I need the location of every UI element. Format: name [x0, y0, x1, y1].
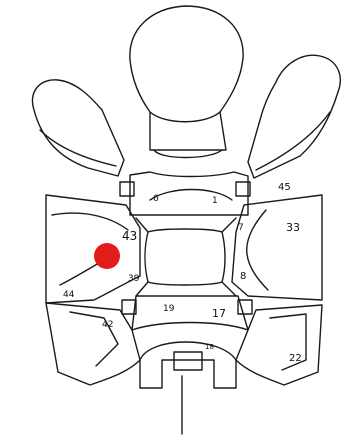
bottom-arch — [140, 342, 236, 388]
label-1: 1 — [212, 196, 218, 206]
upper-band-lower-curve — [150, 190, 232, 201]
label-8: 8 — [240, 271, 246, 282]
bottom-box — [174, 352, 202, 370]
label-19: 19 — [163, 304, 175, 314]
left-upper-lobe — [32, 80, 124, 176]
label-42: 42 — [102, 320, 113, 330]
label-22: 22 — [289, 353, 302, 364]
center-diag-bl — [136, 282, 148, 296]
label-7: 7 — [238, 223, 244, 233]
center-square — [145, 229, 225, 285]
label-17: 17 — [212, 307, 226, 320]
top-lobe — [130, 6, 243, 150]
upper-band — [130, 172, 248, 215]
square-ul — [120, 182, 134, 196]
left-mid-region — [46, 195, 140, 303]
label-45: 45 — [278, 182, 291, 193]
label-43: 43 — [122, 229, 137, 243]
right-mid-region — [232, 195, 322, 300]
right-upper-inner — [256, 112, 330, 170]
label-18: 18 — [205, 343, 214, 351]
left-upper-inner — [40, 130, 116, 166]
right-mid-curve — [247, 210, 268, 290]
lower-band — [132, 296, 248, 330]
label-33: 33 — [286, 221, 300, 234]
center-diag-tr — [222, 218, 236, 232]
red-marker-dot — [94, 243, 120, 269]
label-39: 39 — [128, 274, 140, 284]
label-6: 6 — [153, 194, 159, 204]
top-lobe-inner — [150, 112, 220, 122]
left-mid-curve — [52, 213, 128, 230]
label-44: 44 — [63, 290, 75, 300]
neck-line — [154, 150, 222, 158]
left-lower-region — [46, 303, 140, 385]
